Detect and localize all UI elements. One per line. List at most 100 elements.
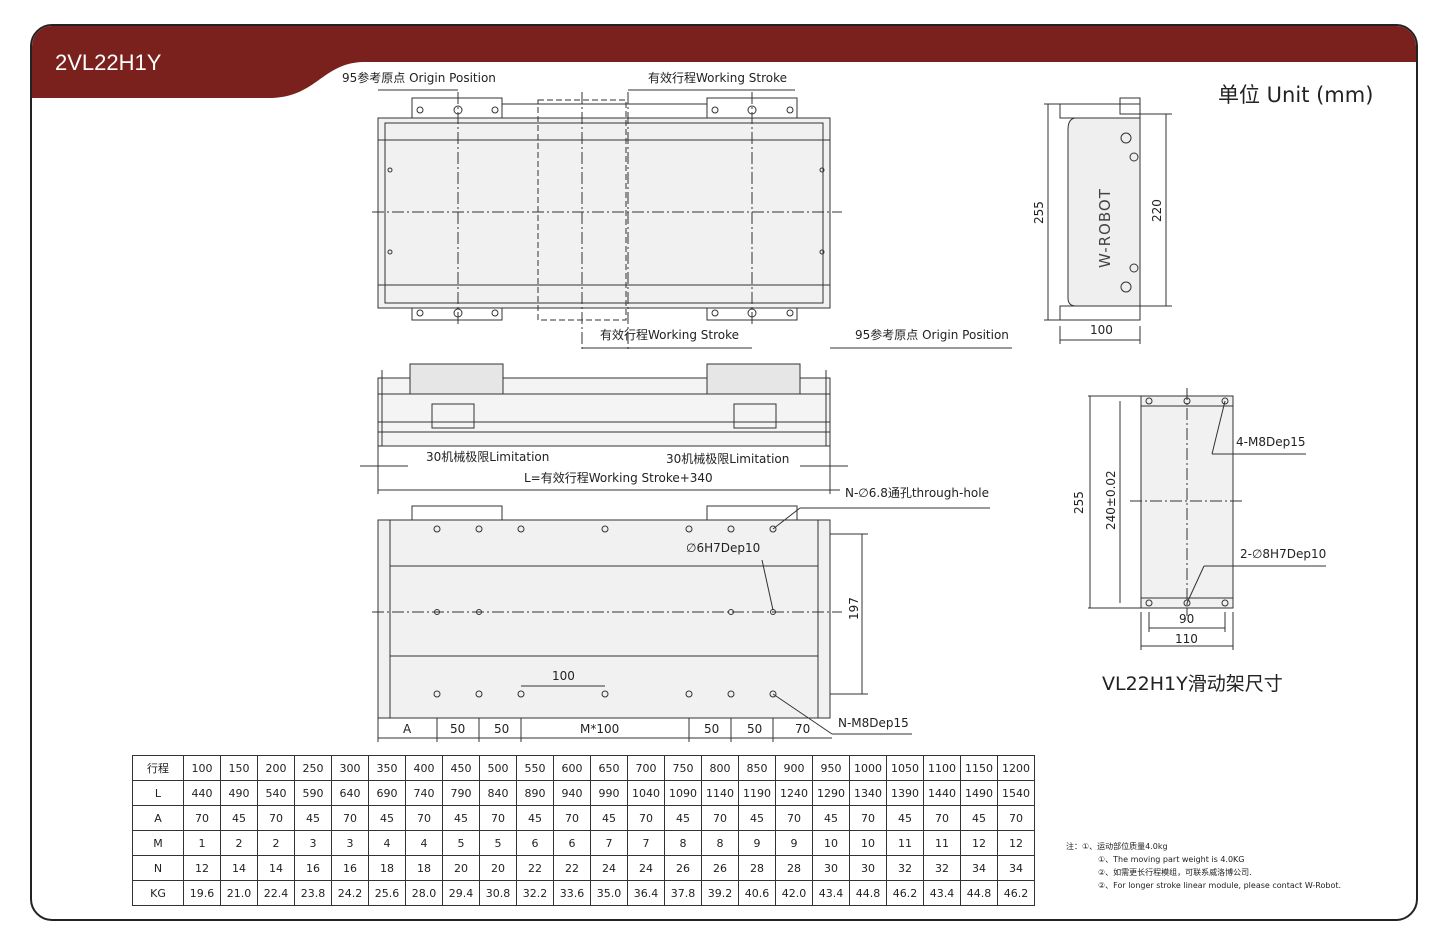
table-cell: 890 <box>516 780 554 806</box>
notes-prefix: 注： <box>1066 842 1082 851</box>
table-cell: 1390 <box>886 780 924 806</box>
table-cell: 12 <box>960 830 998 856</box>
table-cell: 3 <box>294 830 332 856</box>
table-cell: 150 <box>220 755 258 781</box>
table-cell: 70 <box>479 805 517 831</box>
dim-50-3: 50 <box>704 722 719 736</box>
table-cell: 22 <box>553 855 591 881</box>
table-cell: 1090 <box>664 780 702 806</box>
table-cell: 44.8 <box>849 880 887 906</box>
table-cell: 32.2 <box>516 880 554 906</box>
table-cell: 1040 <box>627 780 665 806</box>
table-cell: 35.0 <box>590 880 628 906</box>
table-cell: 45 <box>442 805 480 831</box>
table-cell: 8 <box>701 830 739 856</box>
pin-hole-label: ∅6H7Dep10 <box>686 541 760 555</box>
table-cell: 25.6 <box>368 880 406 906</box>
table-cell: 1440 <box>923 780 961 806</box>
table-cell: 800 <box>701 755 739 781</box>
table-cell: 20 <box>442 855 480 881</box>
table-cell: 18 <box>405 855 443 881</box>
table-cell: 29.4 <box>442 880 480 906</box>
table-cell: 790 <box>442 780 480 806</box>
table-cell: 9 <box>775 830 813 856</box>
table-cell: 28 <box>775 855 813 881</box>
table-cell: 2 <box>257 830 295 856</box>
table-cell: 70 <box>627 805 665 831</box>
dim-a: A <box>403 722 412 736</box>
carriage-view <box>1088 388 1326 650</box>
table-cell: 6 <box>553 830 591 856</box>
table-cell: 550 <box>516 755 554 781</box>
table-cell: 700 <box>627 755 665 781</box>
table-cell: 42.0 <box>775 880 813 906</box>
table-cell: 4 <box>405 830 443 856</box>
note-line-1: ①、运动部位质量4.0kg <box>1082 842 1168 851</box>
table-cell: 750 <box>664 755 702 781</box>
table-cell: 39.2 <box>701 880 739 906</box>
table-cell: 70 <box>849 805 887 831</box>
table-cell: 400 <box>405 755 443 781</box>
table-cell: 5 <box>479 830 517 856</box>
table-cell: 1340 <box>849 780 887 806</box>
table-cell: 44.8 <box>960 880 998 906</box>
table-cell: 1190 <box>738 780 776 806</box>
table-cell: 45 <box>664 805 702 831</box>
table-cell: 45 <box>886 805 924 831</box>
table-cell: 5 <box>442 830 480 856</box>
end-height-220: 220 <box>1150 199 1164 222</box>
table-cell: 18 <box>368 855 406 881</box>
height-197-label: 197 <box>847 597 861 620</box>
table-cell: 40.6 <box>738 880 776 906</box>
table-cell: 70 <box>257 805 295 831</box>
table-cell: 43.4 <box>812 880 850 906</box>
table-cell: 22.4 <box>257 880 295 906</box>
carriage-tap-label: 4-M8Dep15 <box>1236 435 1305 449</box>
table-cell: 45 <box>738 805 776 831</box>
table-cell: 45 <box>368 805 406 831</box>
unit-label: 单位 Unit (mm) <box>1218 83 1374 107</box>
table-cell: 19.6 <box>183 880 221 906</box>
table-cell: 45 <box>590 805 628 831</box>
table-cell: 200 <box>257 755 295 781</box>
end-view <box>1044 97 1172 344</box>
origin-label-top: 95参考原点 Origin Position <box>342 70 496 85</box>
table-cell: 70 <box>553 805 591 831</box>
origin-label-bottom: 95参考原点 Origin Position <box>855 327 1009 342</box>
dim-m100: M*100 <box>580 722 619 736</box>
stroke-label-top: 有效行程Working Stroke <box>648 70 787 85</box>
through-hole-label: N-∅6.8通孔through-hole <box>845 486 989 500</box>
table-cell: 940 <box>553 780 591 806</box>
table-cell: 1140 <box>701 780 739 806</box>
table-row-label: 行程 <box>132 755 184 781</box>
table-cell: 490 <box>220 780 258 806</box>
drawing-frame: 2VL22H1Y 单位 Unit (mm) <box>30 24 1418 921</box>
table-cell: 28 <box>738 855 776 881</box>
table-cell: 500 <box>479 755 517 781</box>
table-cell: 3 <box>331 830 369 856</box>
table-cell: 14 <box>257 855 295 881</box>
table-cell: 30.8 <box>479 880 517 906</box>
table-cell: 1540 <box>997 780 1035 806</box>
table-cell: 590 <box>294 780 332 806</box>
table-row-label: N <box>132 855 184 881</box>
table-cell: 350 <box>368 755 406 781</box>
table-cell: 16 <box>294 855 332 881</box>
table-cell: 16 <box>331 855 369 881</box>
table-cell: 4 <box>368 830 406 856</box>
table-cell: 440 <box>183 780 221 806</box>
table-cell: 540 <box>257 780 295 806</box>
note-line-2: ①、The moving part weight is 4.0KG <box>1098 855 1245 864</box>
table-cell: 8 <box>664 830 702 856</box>
table-row-label: L <box>132 780 184 806</box>
table-cell: 1100 <box>923 755 961 781</box>
table-cell: 1490 <box>960 780 998 806</box>
table-cell: 70 <box>775 805 813 831</box>
table-cell: 1290 <box>812 780 850 806</box>
